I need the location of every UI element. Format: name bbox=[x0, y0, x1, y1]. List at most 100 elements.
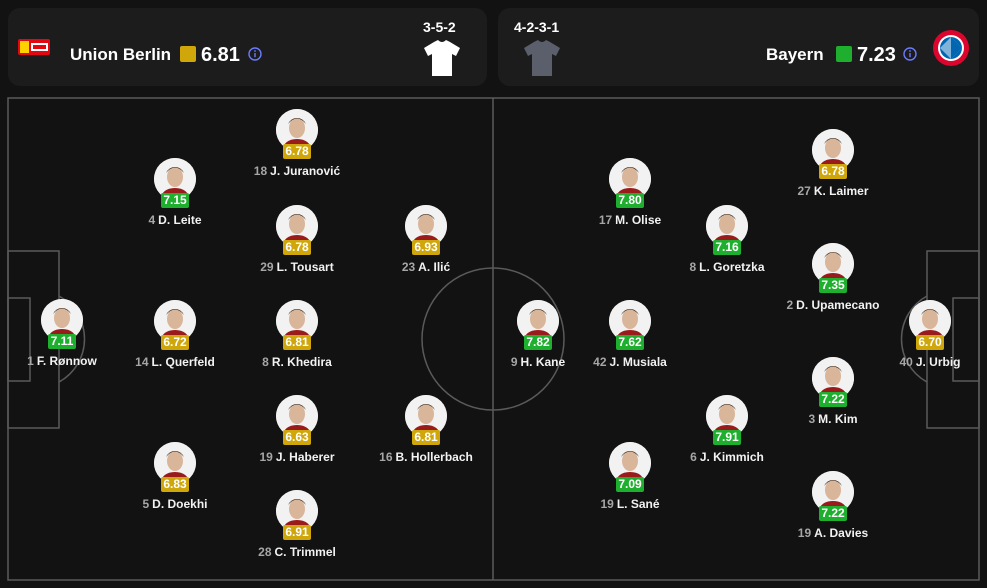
player-rating-badge: 7.09 bbox=[616, 477, 644, 492]
player-number: 19 bbox=[600, 497, 614, 511]
player-number: 19 bbox=[797, 526, 812, 540]
player-name-text: J. Urbig bbox=[915, 355, 961, 369]
away-team-name[interactable]: Bayern bbox=[766, 45, 824, 64]
player-rating-badge: 6.78 bbox=[819, 164, 847, 179]
player-number: 8 bbox=[262, 355, 269, 369]
player-name-text: L. Querfeld bbox=[151, 355, 215, 369]
player-rating-badge: 7.91 bbox=[713, 430, 741, 445]
away-goal-box bbox=[952, 297, 980, 382]
player-name-text: J. Haberer bbox=[275, 450, 335, 464]
player-number: 17 bbox=[598, 213, 613, 227]
away-rating-square bbox=[836, 46, 852, 62]
player-name-text: A. Ilić bbox=[418, 260, 451, 274]
player-rating-badge: 7.22 bbox=[819, 506, 847, 521]
player-name-text: H. Kane bbox=[520, 355, 566, 369]
player-number: 8 bbox=[689, 260, 697, 274]
away-kit-shirt-icon bbox=[524, 40, 560, 76]
player-rating-badge: 7.15 bbox=[161, 193, 189, 208]
player-name-text: J. Juranović bbox=[270, 164, 341, 178]
player-rating-badge: 7.62 bbox=[616, 335, 644, 350]
player-name-text: L. Tousart bbox=[276, 260, 334, 274]
player-name-text: R. Khedira bbox=[271, 355, 332, 369]
player-name-text: F. Rønnow bbox=[36, 354, 97, 368]
player-number: 2 bbox=[786, 298, 794, 312]
player-name-text: C. Trimmel bbox=[274, 545, 336, 559]
player-number: 42 bbox=[593, 355, 607, 369]
player-rating-badge: 6.78 bbox=[283, 144, 311, 159]
player-name-text: A. Davies bbox=[814, 526, 869, 540]
player-number: 40 bbox=[899, 355, 913, 369]
player-name-text: L. Sané bbox=[616, 497, 660, 511]
player-name-text: B. Hollerbach bbox=[395, 450, 473, 464]
player-avatar[interactable] bbox=[154, 442, 196, 484]
player-number: 6 bbox=[690, 450, 697, 464]
home-team-name[interactable]: Union Berlin bbox=[70, 45, 172, 64]
player-name-text: K. Laimer bbox=[813, 184, 869, 198]
player-name-text: D. Leite bbox=[158, 213, 202, 227]
player-rating-badge: 6.93 bbox=[412, 240, 440, 255]
player-number: 19 bbox=[259, 450, 273, 464]
player-name-text: M. Olise bbox=[615, 213, 662, 227]
home-kit-shirt-icon bbox=[424, 40, 460, 76]
player-name-text: D. Upamecano bbox=[796, 298, 880, 312]
player-number: 9 bbox=[510, 355, 518, 369]
player-rating-badge: 6.72 bbox=[161, 335, 189, 350]
player-rating-badge: 7.35 bbox=[819, 278, 847, 293]
player-name-text: M. Kim bbox=[818, 412, 858, 426]
player-number: 29 bbox=[260, 260, 274, 274]
union-berlin-crest-icon[interactable] bbox=[16, 36, 52, 58]
away-team-rating: 7.23 bbox=[857, 44, 896, 66]
bayern-munich-crest-icon[interactable] bbox=[932, 29, 970, 67]
home-team-rating: 6.81 bbox=[201, 44, 240, 66]
player-rating-badge: 7.82 bbox=[524, 335, 552, 350]
player-number: 23 bbox=[401, 260, 416, 274]
away-formation: 4-2-3-1 bbox=[514, 19, 560, 35]
player-number: 16 bbox=[379, 450, 393, 464]
player-number: 27 bbox=[797, 184, 811, 198]
away-info-icon[interactable] bbox=[903, 47, 917, 61]
player-rating-badge: 6.91 bbox=[283, 525, 311, 540]
player-rating-badge: 6.81 bbox=[412, 430, 440, 445]
home-info-icon[interactable] bbox=[248, 47, 262, 61]
home-goal-box bbox=[7, 297, 31, 382]
player-rating-badge: 6.81 bbox=[283, 335, 311, 350]
home-team-card: Union Berlin 6.81 3-5-2 bbox=[8, 8, 487, 86]
